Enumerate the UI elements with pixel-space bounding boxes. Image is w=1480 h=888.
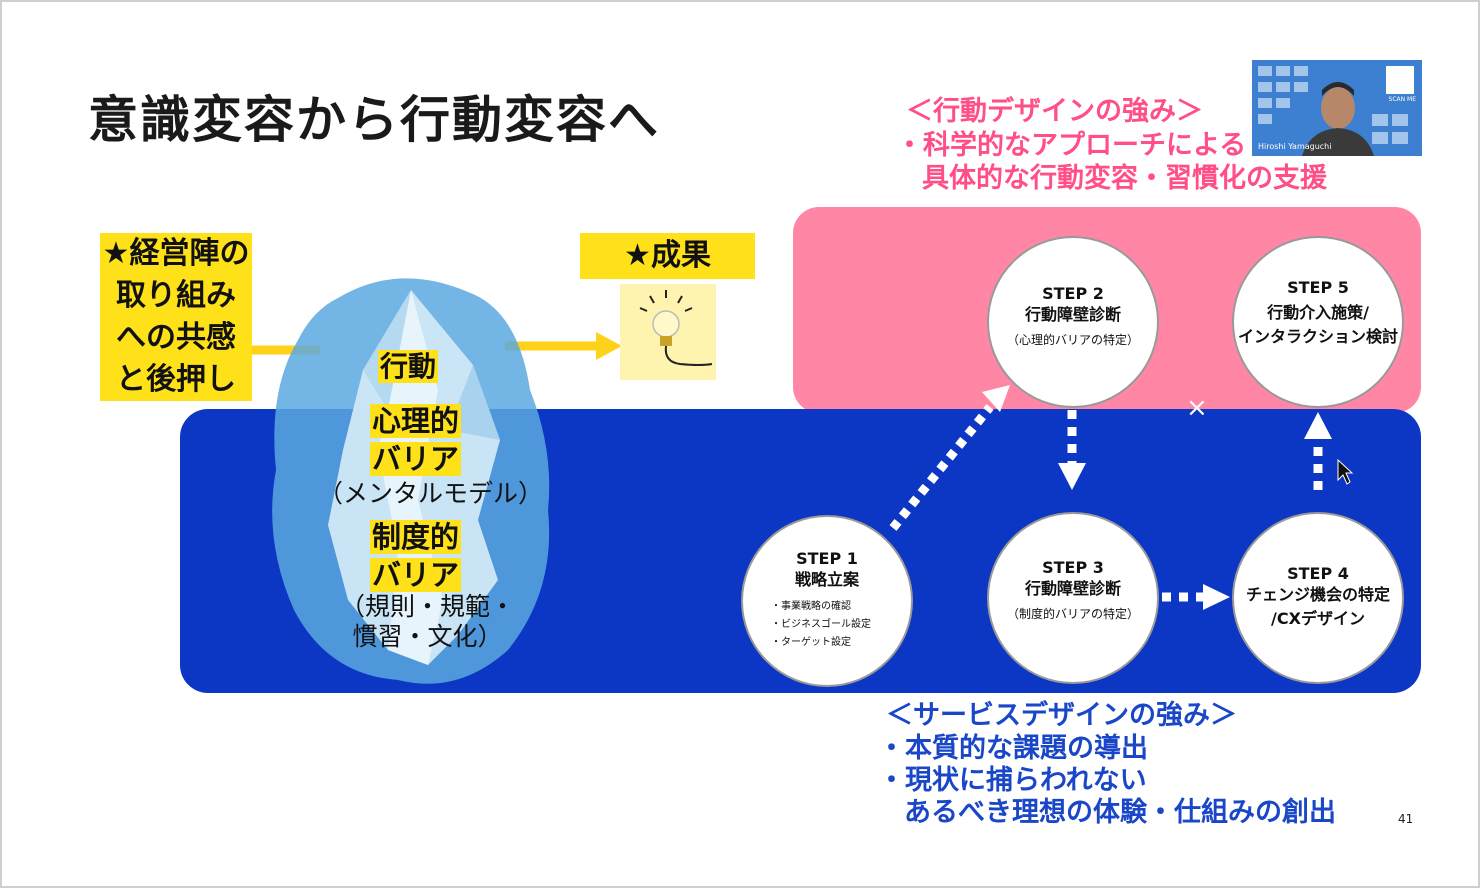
list-item: ・事業戦略の確認 bbox=[771, 601, 851, 612]
person-face bbox=[1321, 87, 1355, 129]
list-item: ・ビジネスゴール設定 bbox=[771, 619, 871, 630]
behavior-design-heading: ＜行動デザインの強み＞ bbox=[906, 96, 1203, 127]
arrow-step1-to-step2 bbox=[889, 404, 994, 531]
management-support-label: ★経営陣の 取り組み への共感 と後押し bbox=[100, 233, 252, 401]
list-item: ・ターゲット設定 bbox=[771, 637, 851, 648]
step3-number: STEP 3 bbox=[1042, 558, 1104, 577]
behavior-design-point-1b: 具体的な行動変容・習慣化の支援 bbox=[922, 163, 1327, 194]
step3-name: 行動障壁診断 bbox=[1024, 579, 1121, 598]
step5-name: 行動介入施策/ bbox=[1267, 303, 1369, 322]
step1-name: 戦略立案 bbox=[794, 570, 859, 589]
arrow-head-step4 bbox=[1203, 584, 1230, 610]
qr-label: SCAN ME bbox=[1388, 96, 1416, 103]
arrow-head-result bbox=[596, 332, 622, 360]
result-label: ★成果 bbox=[580, 233, 755, 279]
arrow-head-step2 bbox=[982, 385, 1010, 412]
step4-name-2: /CXデザイン bbox=[1271, 609, 1365, 628]
cross-mark: × bbox=[1186, 393, 1208, 423]
slide-title: 意識変容から行動変容へ bbox=[88, 91, 660, 149]
step4-name: チェンジ機会の特定 bbox=[1245, 585, 1390, 604]
psych-barrier-label: 心理的 バリア bbox=[370, 404, 462, 476]
service-design-point-1: ・本質的な課題の導出 bbox=[878, 733, 1148, 764]
step1-circle: STEP 1 戦略立案 ・事業戦略の確認 ・ビジネスゴール設定 ・ターゲット設定 bbox=[741, 515, 913, 687]
step2-name: 行動障壁診断 bbox=[1024, 305, 1121, 324]
page-number: 41 bbox=[1398, 812, 1414, 826]
step4-circle: STEP 4 チェンジ機会の特定 /CXデザイン bbox=[1232, 512, 1404, 684]
behavior-design-point-1: ・科学的なアプローチによる bbox=[896, 130, 1247, 161]
iceberg-action-label: 行動 bbox=[378, 350, 439, 383]
step2-circle: STEP 2 行動障壁診断 （心理的バリアの特定） bbox=[987, 236, 1159, 408]
qr-code-icon bbox=[1386, 66, 1414, 94]
step1-list: ・事業戦略の確認 ・ビジネスゴール設定 ・ターゲット設定 bbox=[743, 598, 911, 652]
person-body bbox=[1302, 128, 1374, 156]
service-design-point-2: ・現状に捕らわれない bbox=[878, 765, 1147, 796]
speaker-name: Hiroshi Yamaguchi bbox=[1258, 142, 1332, 151]
step4-number: STEP 4 bbox=[1287, 564, 1349, 583]
arrow-head-step5 bbox=[1304, 412, 1332, 439]
arrow-head-step3 bbox=[1058, 463, 1086, 490]
service-design-heading: ＜サービスデザインの強み＞ bbox=[886, 700, 1237, 731]
inst-barrier-label: 制度的 バリア bbox=[370, 520, 462, 592]
step3-circle: STEP 3 行動障壁診断 （制度的バリアの特定） bbox=[987, 512, 1159, 684]
service-design-point-2b: あるべき理想の体験・仕組みの創出 bbox=[904, 797, 1336, 828]
cursor-icon bbox=[1337, 458, 1354, 485]
speaker-video[interactable]: SCAN ME Hiroshi Yamaguchi bbox=[1252, 60, 1422, 156]
lightbulb-icon bbox=[620, 284, 716, 380]
step3-sub: （制度的バリアの特定） bbox=[1006, 607, 1139, 621]
step1-number: STEP 1 bbox=[796, 549, 858, 568]
step5-number: STEP 5 bbox=[1287, 278, 1349, 297]
step2-sub: （心理的バリアの特定） bbox=[1006, 333, 1139, 347]
step5-name-2: インタラクション検討 bbox=[1237, 327, 1398, 346]
step2-number: STEP 2 bbox=[1042, 284, 1104, 303]
step5-circle: STEP 5 行動介入施策/ インタラクション検討 bbox=[1232, 236, 1404, 408]
inst-barrier-note: （規則・規範・ 慣習・文化） bbox=[340, 592, 516, 651]
psych-barrier-note: （メンタルモデル） bbox=[318, 479, 544, 508]
video-background bbox=[1258, 66, 1408, 156]
